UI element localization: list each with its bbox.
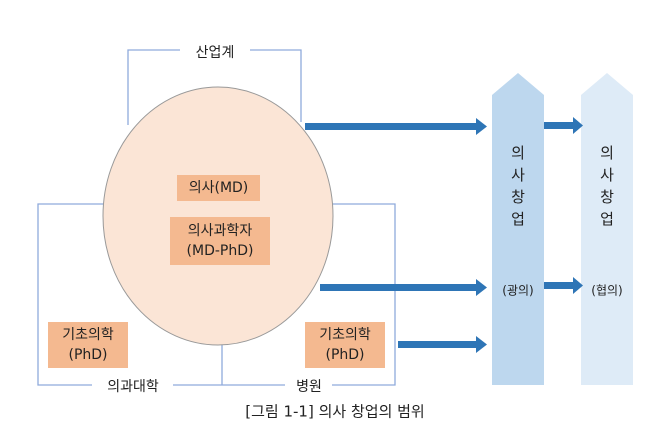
- basic-medicine-label: 기초의학: [319, 327, 371, 343]
- doctor-box: 의사(MD): [177, 175, 260, 201]
- basic-medicine-left-box: 기초의학 (PhD): [48, 322, 128, 368]
- column-broad-sub: (광의): [502, 283, 534, 298]
- physician-ellipse: [102, 86, 334, 346]
- arrow-2: [320, 279, 487, 296]
- column-narrow: [581, 73, 633, 385]
- column-narrow-sub: (협의): [591, 283, 623, 298]
- physician-scientist-label: 의사과학자: [187, 223, 253, 239]
- column-narrow-title: 의사창업: [600, 144, 614, 228]
- arrow-3: [398, 336, 487, 353]
- hospital-bracket: [332, 203, 396, 386]
- doctor-label: 의사(MD): [188, 180, 249, 196]
- hospital-label: 병원: [290, 376, 328, 396]
- medical-school-bracket: [37, 203, 285, 386]
- arrows: [305, 117, 583, 353]
- physician-scientist-box: 의사과학자 (MD-PhD): [170, 217, 270, 265]
- physician-scientist-degree: (MD-PhD): [186, 243, 254, 259]
- industry-bracket: [127, 49, 302, 125]
- arrow-4: [544, 117, 583, 134]
- industry-label: 산업계: [189, 42, 241, 62]
- arrow-5: [544, 277, 583, 294]
- column-broad-title: 의사창업: [511, 144, 525, 228]
- basic-medicine-label: 기초의학: [62, 327, 114, 343]
- basic-medicine-degree: (PhD): [68, 347, 108, 363]
- basic-medicine-degree: (PhD): [325, 347, 365, 363]
- basic-medicine-right-box: 기초의학 (PhD): [305, 322, 385, 368]
- figure-caption: [그림 1-1] 의사 창업의 범위: [245, 402, 425, 421]
- medical-school-label: 의과대학: [101, 376, 165, 396]
- column-broad: [492, 73, 544, 385]
- arrow-1: [305, 118, 487, 135]
